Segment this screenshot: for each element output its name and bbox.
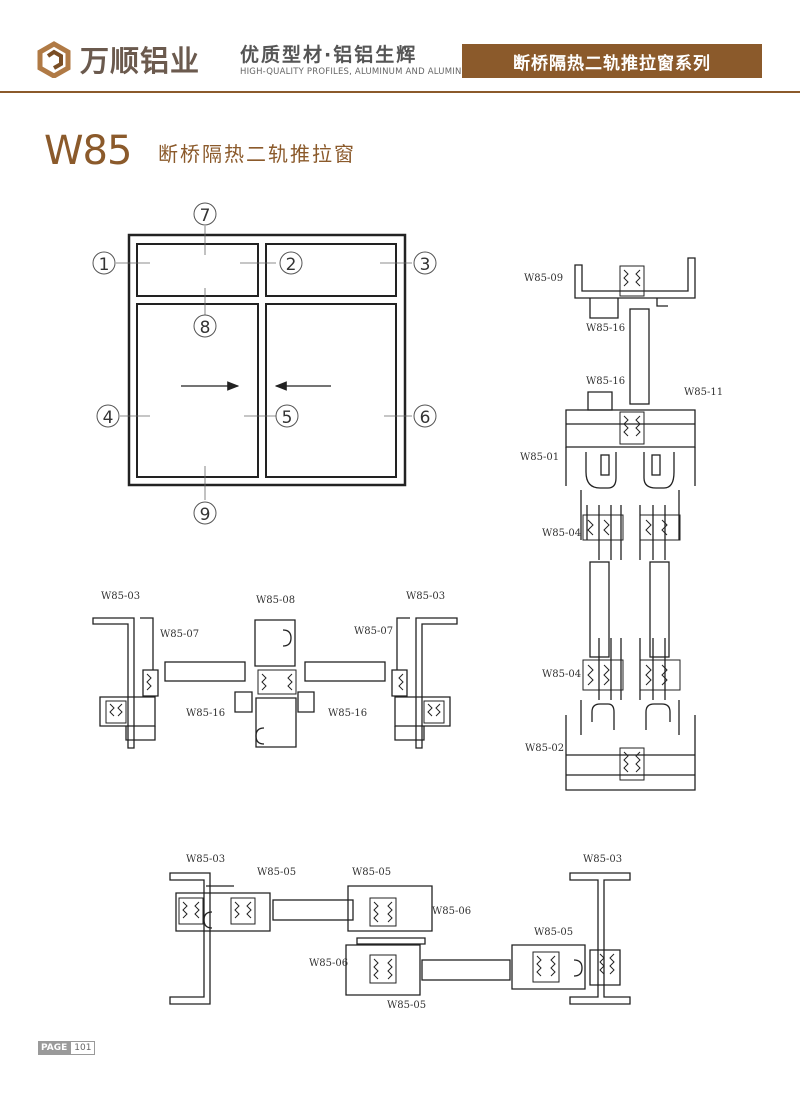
horizontal-section-2-drawing <box>169 872 631 1005</box>
model-code: W85 <box>44 128 132 174</box>
vertical-section-drawing <box>565 257 696 791</box>
horizontal-section-1-labels: W85-03 W85-08 W85-03 W85-07 W85-07 W85-1… <box>101 591 445 719</box>
part-label-w85-03: W85-03 <box>406 591 445 602</box>
part-label-w85-06: W85-06 <box>432 906 471 917</box>
brand-name: 万顺铝业 <box>80 44 201 78</box>
part-label-w85-16: W85-16 <box>586 376 625 387</box>
window-elevation <box>116 226 412 500</box>
page-badge: PAGE 101 <box>38 1041 96 1055</box>
series-banner: 断桥隔热二轨推拉窗系列 <box>462 44 762 78</box>
callout-1: 1 <box>92 251 116 275</box>
part-label-w85-07: W85-07 <box>160 629 199 640</box>
callout-8: 8 <box>193 314 217 338</box>
part-label-w85-05: W85-05 <box>352 867 391 878</box>
part-label-w85-06: W85-06 <box>309 958 348 969</box>
part-label-w85-05: W85-05 <box>387 1000 426 1011</box>
tagline-cn: 优质型材·铝铝生辉 <box>240 44 418 66</box>
page-number: 101 <box>70 1041 96 1055</box>
part-label-w85-16: W85-16 <box>186 708 225 719</box>
model-name: 断桥隔热二轨推拉窗 <box>158 142 356 166</box>
part-label-w85-05: W85-05 <box>257 867 296 878</box>
part-label-w85-16: W85-16 <box>586 323 625 334</box>
callout-2: 2 <box>279 251 303 275</box>
series-title: 断桥隔热二轨推拉窗系列 <box>513 53 711 74</box>
part-label-w85-03: W85-03 <box>101 591 140 602</box>
callout-7: 7 <box>193 202 217 226</box>
part-label-w85-09: W85-09 <box>524 273 563 284</box>
part-label-w85-16: W85-16 <box>328 708 367 719</box>
part-label-w85-11: W85-11 <box>684 387 723 398</box>
brand-logo-icon <box>37 41 71 78</box>
svg-text:9: 9 <box>200 505 211 525</box>
part-label-w85-02: W85-02 <box>525 743 564 754</box>
callout-9: 9 <box>193 501 217 525</box>
svg-text:4: 4 <box>103 408 114 428</box>
part-label-w85-08: W85-08 <box>256 595 295 606</box>
elevation-callouts: 7 1 2 3 8 4 5 6 9 <box>92 202 437 525</box>
svg-text:8: 8 <box>200 318 211 338</box>
svg-text:3: 3 <box>420 255 431 275</box>
part-label-w85-07: W85-07 <box>354 626 393 637</box>
header-divider <box>0 91 800 93</box>
horizontal-section-1-drawing <box>92 617 458 749</box>
part-label-w85-04: W85-04 <box>542 528 581 539</box>
tagline-en: HIGH-QUALITY PROFILES, ALUMINUM AND ALUM… <box>240 67 476 77</box>
callout-6: 6 <box>413 404 437 428</box>
part-label-w85-03: W85-03 <box>186 854 225 865</box>
part-label-w85-05: W85-05 <box>534 927 573 938</box>
part-label-w85-03: W85-03 <box>583 854 622 865</box>
svg-text:6: 6 <box>420 408 431 428</box>
svg-text:5: 5 <box>282 408 293 428</box>
part-label-w85-01: W85-01 <box>520 452 559 463</box>
svg-text:2: 2 <box>286 255 297 275</box>
vertical-section-labels: W85-09 W85-16 W85-16 W85-11 W85-01 W85-0… <box>520 273 723 754</box>
callout-4: 4 <box>96 404 120 428</box>
callout-5: 5 <box>275 404 299 428</box>
page-label: PAGE <box>38 1041 71 1055</box>
part-label-w85-04: W85-04 <box>542 669 581 680</box>
svg-text:1: 1 <box>99 255 110 275</box>
horizontal-section-2-labels: W85-03 W85-05 W85-05 W85-03 W85-06 W85-0… <box>186 854 622 1011</box>
svg-text:7: 7 <box>200 206 211 226</box>
callout-3: 3 <box>413 251 437 275</box>
